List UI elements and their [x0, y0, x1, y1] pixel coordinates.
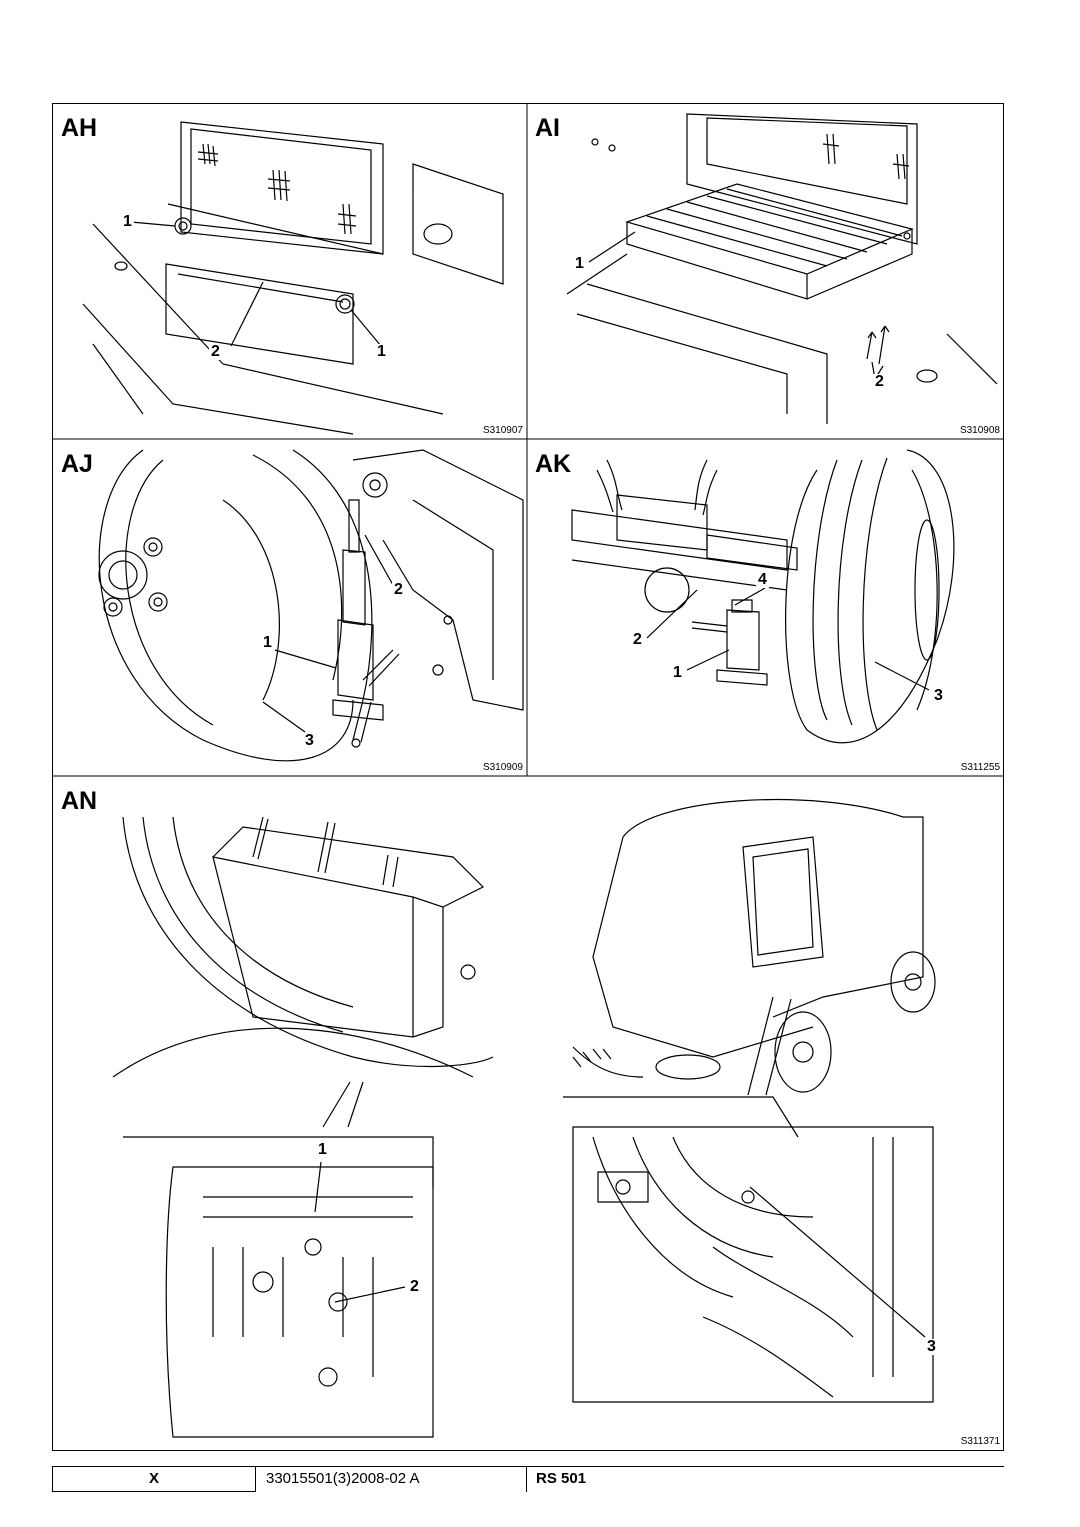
- panel-ak: AK 4 2 1 3 S311255: [527, 440, 1004, 776]
- callout-number: 1: [671, 664, 684, 681]
- footer: X 33015501(3)2008-02 A RS 501: [52, 1466, 1004, 1492]
- panel-title: AI: [535, 114, 564, 143]
- panel-title: AJ: [61, 450, 97, 479]
- figure-code: S310909: [482, 762, 523, 773]
- callout-number: 2: [392, 581, 405, 598]
- callout-number: 1: [316, 1141, 329, 1158]
- panel-title: AN: [61, 787, 102, 816]
- footer-rules: [52, 1466, 1004, 1492]
- callout-number: 4: [756, 571, 769, 588]
- callout-number: 3: [932, 687, 945, 704]
- callout-number: 2: [873, 373, 886, 390]
- panel-title: AK: [535, 450, 576, 479]
- figure-code: S311371: [960, 1436, 1000, 1447]
- callout-number: 1: [375, 343, 388, 360]
- ah-illustration: [82, 121, 504, 435]
- footer-section: X: [148, 1470, 159, 1487]
- callout-number: 2: [209, 343, 222, 360]
- callout-number: 1: [121, 213, 134, 230]
- figure-code: S310907: [482, 425, 523, 436]
- ak-illustration: [571, 449, 955, 744]
- ai-illustration: [566, 113, 998, 424]
- figure-code: S310908: [959, 425, 1000, 436]
- callout-number: 3: [925, 1338, 938, 1355]
- footer-doc-number: 33015501(3)2008-02 A: [266, 1470, 420, 1487]
- panel-ah: AH 1 2 1 S310907: [53, 104, 527, 439]
- callout-number: 1: [261, 634, 274, 651]
- callout-number: 2: [631, 631, 644, 648]
- figure-frame: [52, 103, 1004, 1451]
- callout-number: 3: [303, 732, 316, 749]
- panel-aj: AJ 2 1 3 S310909: [53, 440, 527, 776]
- an-illustration: [112, 798, 936, 1438]
- callout-number: 2: [408, 1278, 421, 1295]
- figure-code: S311255: [960, 762, 1000, 773]
- footer-model: RS 501: [536, 1470, 587, 1487]
- panel-an: AN 1 2 3 S311371: [53, 777, 1004, 1450]
- aj-illustration: [98, 449, 524, 762]
- callout-number: 1: [573, 255, 586, 272]
- panel-ai: AI 1 2 S310908: [527, 104, 1004, 439]
- panel-title: AH: [61, 114, 102, 143]
